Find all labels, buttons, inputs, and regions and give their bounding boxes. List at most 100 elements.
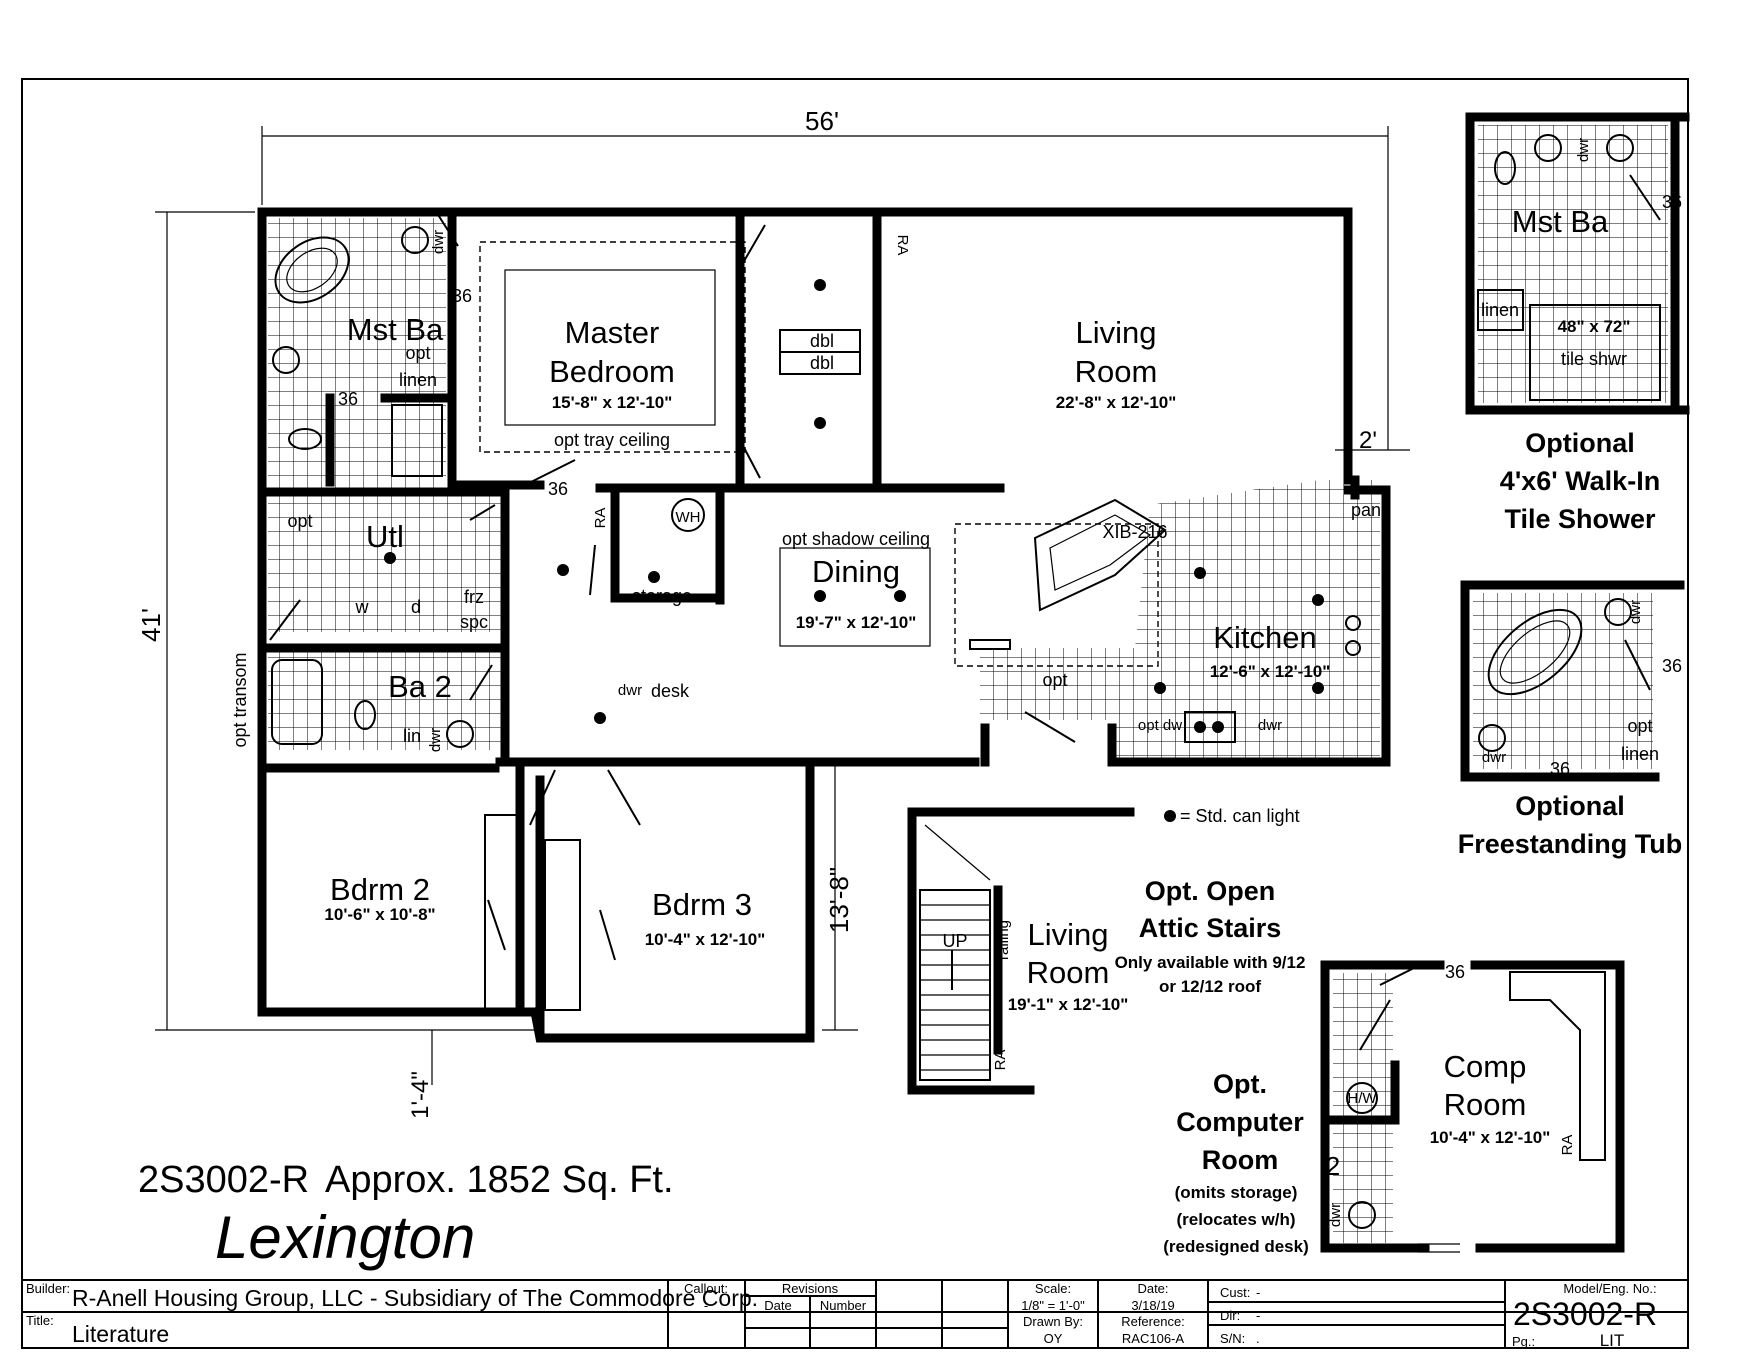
comp-num: 2 bbox=[1326, 1151, 1340, 1181]
living-room-label-2: Room bbox=[1075, 354, 1158, 389]
attic-stairs-up: UP bbox=[942, 931, 967, 951]
kitchen-opt-dw: opt dw bbox=[1138, 717, 1182, 734]
tb-sn-label: S/N: bbox=[1220, 1331, 1245, 1346]
comp-option-note-2: (relocates w/h) bbox=[1176, 1210, 1295, 1229]
closet-dbl-2: dbl bbox=[810, 353, 834, 373]
plan-name: Lexington bbox=[215, 1204, 475, 1271]
tub-option-door-2: 36 bbox=[1550, 759, 1570, 779]
mst-ba-dwr: dwr bbox=[430, 230, 447, 254]
dining-label: Dining bbox=[812, 554, 900, 589]
master-bedroom-label-2: Bedroom bbox=[549, 354, 675, 389]
storage-label: storage bbox=[632, 586, 692, 606]
tb-cust-label: Cust: bbox=[1220, 1285, 1250, 1300]
bdrm3-size: 10'-4" x 12'-10" bbox=[645, 930, 766, 949]
door-swings bbox=[269, 209, 1167, 1013]
tb-dlr: - bbox=[1256, 1308, 1260, 1323]
attic-option-title-1: Opt. Open bbox=[1145, 876, 1276, 906]
closet-dbl-1: dbl bbox=[810, 331, 834, 351]
master-bedroom-note: opt tray ceiling bbox=[554, 430, 670, 450]
tb-scale-label: Scale: bbox=[1035, 1281, 1071, 1296]
attic-living-label-1: Living bbox=[1028, 917, 1109, 952]
fixtures bbox=[271, 226, 1361, 748]
tb-date-col: Date bbox=[764, 1298, 791, 1313]
option-freestanding-tub-drawing bbox=[1460, 580, 1685, 782]
tb-drawn: OY bbox=[1044, 1331, 1063, 1346]
tb-title: Literature bbox=[72, 1321, 169, 1347]
attic-living-size: 19'-1" x 12'-10" bbox=[1008, 995, 1129, 1014]
master-bedroom-size: 15'-8" x 12'-10" bbox=[552, 393, 673, 412]
ba2-label: Ba 2 bbox=[388, 669, 452, 704]
utl-opt: opt bbox=[287, 511, 312, 531]
living-ra: RA bbox=[894, 235, 911, 256]
master-bedroom-label-1: Master bbox=[565, 315, 660, 350]
tb-builder-label: Builder: bbox=[26, 1281, 70, 1296]
desk-label: desk bbox=[651, 681, 690, 701]
comp-option-title-3: Room bbox=[1202, 1145, 1279, 1175]
dim-bedroom-wing: 13'-8" bbox=[824, 867, 854, 933]
dim-width: 56' bbox=[805, 106, 839, 136]
attic-option-note-1: Only available with 9/12 bbox=[1115, 953, 1306, 972]
shower-option-door: 36 bbox=[1662, 192, 1682, 212]
tb-callout: - bbox=[704, 1298, 708, 1313]
bdrm2-size: 10'-6" x 10'-8" bbox=[324, 905, 435, 924]
tb-model: 2S3002-R bbox=[1513, 1296, 1657, 1332]
kitchen-pan: pan bbox=[1351, 500, 1381, 520]
dining-note: opt shadow ceiling bbox=[782, 529, 930, 549]
kitchen-label: Kitchen bbox=[1213, 620, 1316, 655]
tub-option-dwr-1: dwr bbox=[1627, 600, 1644, 624]
shower-option-linen: linen bbox=[1481, 300, 1519, 320]
dim-bottom-offset: 1'-4" bbox=[407, 1071, 434, 1119]
tb-cust: - bbox=[1256, 1285, 1260, 1300]
mst-ba-linen: linen bbox=[399, 370, 437, 390]
living-room-label-1: Living bbox=[1076, 315, 1157, 350]
hall-dwr: dwr bbox=[618, 682, 642, 699]
legend-dot-icon bbox=[1164, 810, 1176, 822]
utl-label: Utl bbox=[366, 519, 404, 554]
dim-depth: 41' bbox=[136, 608, 166, 642]
tb-date-label: Date: bbox=[1137, 1281, 1168, 1296]
mst-ba-door2: 36 bbox=[338, 389, 358, 409]
attic-option-note-2: or 12/12 roof bbox=[1159, 977, 1261, 996]
plan-model-number: 2S3002-R bbox=[138, 1159, 309, 1201]
shower-option-dwr: dwr bbox=[1575, 138, 1592, 162]
dim-right-offset: 2' bbox=[1359, 427, 1377, 454]
attic-option-title-2: Attic Stairs bbox=[1139, 913, 1282, 943]
mst-ba-label: Mst Ba bbox=[347, 312, 444, 347]
option-computer-room-drawing bbox=[1320, 960, 1625, 1253]
shower-label: tile shwr bbox=[1561, 349, 1627, 369]
mst-ba-opt: opt bbox=[405, 343, 430, 363]
title-block bbox=[22, 1279, 1688, 1348]
tb-model-label: Model/Eng. No.: bbox=[1563, 1281, 1656, 1296]
comp-room-size: 10'-4" x 12'-10" bbox=[1430, 1128, 1551, 1147]
tb-revisions-label: Revisions bbox=[782, 1281, 839, 1296]
dimension-lines bbox=[155, 126, 1410, 1085]
shower-option-title-1: Optional bbox=[1525, 428, 1635, 458]
hall-ra: RA bbox=[592, 508, 609, 529]
living-room-size: 22'-8" x 12'-10" bbox=[1056, 393, 1177, 412]
tub-option-title-2: Freestanding Tub bbox=[1458, 829, 1683, 859]
shower-option-title-3: Tile Shower bbox=[1504, 504, 1656, 534]
tb-builder: R-Anell Housing Group, LLC - Subsidiary … bbox=[72, 1285, 758, 1311]
tb-number-col: Number bbox=[820, 1298, 867, 1313]
tub-option-dwr-2: dwr bbox=[1482, 749, 1506, 766]
bdrm3-label: Bdrm 3 bbox=[652, 887, 752, 922]
tb-scale: 1/8" = 1'-0" bbox=[1021, 1298, 1085, 1313]
legend-text: = Std. can light bbox=[1180, 806, 1300, 826]
can-lights bbox=[384, 279, 1324, 724]
tub-option-linen: linen bbox=[1621, 744, 1659, 764]
comp-option-title-1: Opt. bbox=[1213, 1069, 1267, 1099]
comp-room-label-2: Room bbox=[1444, 1087, 1527, 1122]
comp-door: 36 bbox=[1445, 962, 1465, 982]
utl-spc: spc bbox=[460, 612, 488, 632]
tub-option-title-1: Optional bbox=[1515, 791, 1625, 821]
tub-option-door-1: 36 bbox=[1662, 656, 1682, 676]
tb-drawn-label: Drawn By: bbox=[1023, 1314, 1083, 1329]
kitchen-size: 12'-6" x 12'-10" bbox=[1210, 662, 1331, 681]
comp-option-note-1: (omits storage) bbox=[1175, 1183, 1298, 1202]
utl-d: d bbox=[411, 597, 421, 617]
tb-date: 3/18/19 bbox=[1131, 1298, 1174, 1313]
attic-living-label-2: Room bbox=[1027, 955, 1110, 990]
tb-title-label: Title: bbox=[26, 1313, 54, 1328]
comp-option-note-3: (redesigned desk) bbox=[1163, 1237, 1309, 1256]
